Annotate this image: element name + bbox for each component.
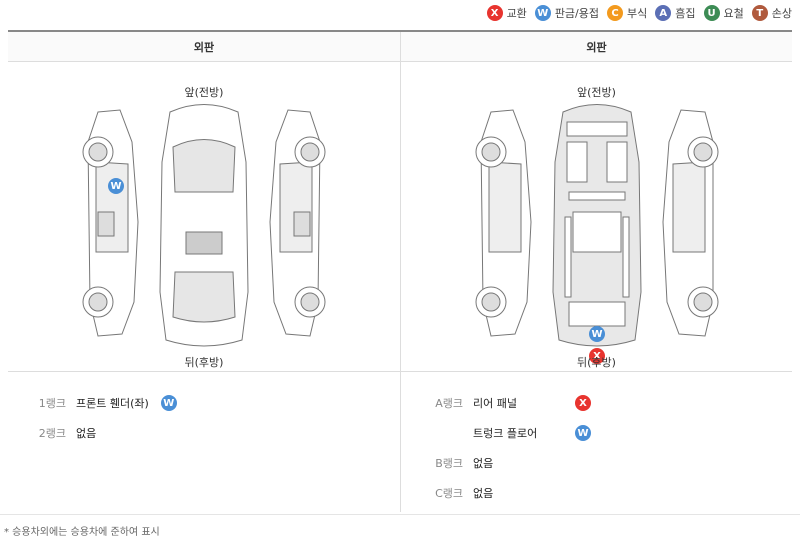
scratch-badge-icon: A [655, 5, 672, 21]
inspection-panel: 외판 앞(전방) W [8, 30, 792, 512]
legend-label: 교환 [506, 7, 527, 20]
column-header: 외판 [401, 32, 792, 62]
legend-item-sheet-metal: W 판금/용접 [534, 5, 599, 21]
rank-label: B랭크 [435, 457, 463, 470]
rank-row: 2랭크 없음 [8, 418, 400, 448]
right-column: 외판 앞(전방) W X 뒤(후방) [400, 32, 792, 512]
rank-row: B랭크 없음 [401, 448, 792, 478]
car-frame-icon [475, 104, 719, 347]
sheet-metal-badge-icon: W [160, 395, 177, 411]
legend-item-corrosion: C 부식 [607, 5, 647, 21]
sheet-metal-badge-icon: W [575, 425, 591, 441]
rank-list: 1랭크 프론트 휀더(좌) W 2랭크 없음 [8, 372, 400, 448]
exchange-badge-icon: X [486, 5, 503, 21]
car-frame-diagram: 앞(전방) W X 뒤(후방) [401, 62, 792, 372]
rank-row: 트렁크 플로어 W [401, 418, 792, 448]
rank-part: 트렁크 플로어 [473, 427, 538, 440]
legend-item-exchange: X 교환 [486, 5, 527, 21]
rank-row: A랭크 리어 패널 X [401, 388, 792, 418]
column-header: 외판 [8, 32, 400, 62]
rank-part: 없음 [76, 427, 97, 440]
rear-label: 뒤(후방) [184, 356, 224, 369]
sheet-metal-marker-icon[interactable]: W [108, 178, 124, 194]
legend-item-scratch: A 흠집 [655, 5, 696, 21]
car-exterior-diagram: 앞(전방) W 뒤(후방) [8, 62, 400, 372]
legend-label: 요철 [723, 7, 744, 20]
car-outline-icon [82, 104, 326, 347]
legend-item-dent: U 요철 [703, 5, 744, 21]
rank-label: 2랭크 [38, 427, 66, 440]
left-column: 외판 앞(전방) W [8, 32, 400, 512]
sheet-metal-marker-icon[interactable]: W [589, 326, 605, 342]
legend-item-damage: T 손상 [751, 5, 792, 21]
legend-label: 흠집 [675, 7, 696, 20]
rank-part: 없음 [473, 487, 494, 500]
rank-part: 프론트 휀더(좌) [76, 397, 149, 410]
legend-label: 부식 [627, 7, 648, 20]
rank-label: 1랭크 [38, 397, 66, 410]
front-label: 앞(전방) [184, 86, 224, 99]
legend: X 교환 W 판금/용접 C 부식 A 흠집 U 요철 T 손상 [486, 2, 792, 24]
rank-part: 리어 패널 [473, 397, 517, 410]
damage-badge-icon: T [751, 5, 768, 21]
sheet-metal-badge-icon: W [534, 5, 551, 21]
exchange-marker-icon[interactable]: X [589, 348, 605, 364]
front-label: 앞(전방) [577, 86, 616, 99]
dent-badge-icon: U [703, 5, 720, 21]
rank-row: 1랭크 프론트 휀더(좌) W [8, 388, 400, 418]
rank-row: C랭크 없음 [401, 478, 792, 508]
legend-label: 판금/용접 [554, 7, 599, 20]
exchange-badge-icon: X [575, 395, 591, 411]
footnote: * 승용차외에는 승용차에 준하여 표시 [0, 514, 800, 538]
legend-label: 손상 [771, 7, 792, 20]
rank-list: A랭크 리어 패널 X 트렁크 플로어 W B랭크 없음 C랭크 없음 [401, 372, 792, 508]
rear-label: 뒤(후방) [577, 356, 616, 369]
corrosion-badge-icon: C [607, 5, 623, 21]
rank-label: A랭크 [435, 397, 463, 410]
rank-part: 없음 [473, 457, 494, 470]
rank-label: C랭크 [435, 487, 463, 500]
